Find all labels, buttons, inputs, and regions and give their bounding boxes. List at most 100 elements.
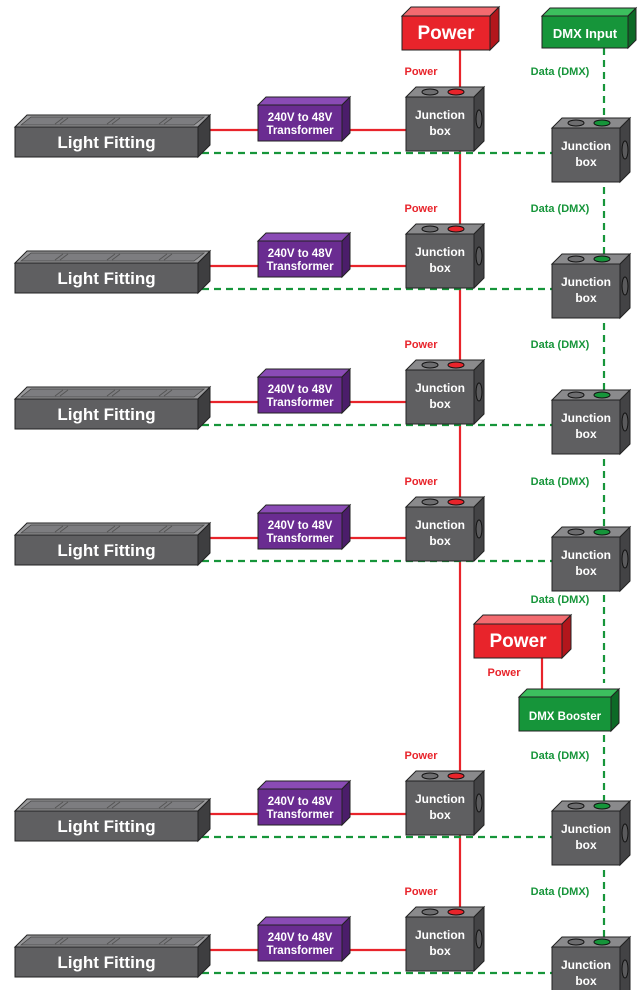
light-fitting-2-mark <box>106 253 116 261</box>
transformer-1-side <box>341 95 351 143</box>
power-wire-label-4: Power <box>404 476 438 488</box>
dmx-junction-box-5: Junction box <box>550 799 632 867</box>
dmx-input: DMX Input <box>540 6 637 50</box>
transformer-3-label-2: Transformer <box>266 397 334 409</box>
dmx-junction-box-2-hole-left <box>567 255 585 263</box>
dmx-junction-box-5-front <box>551 810 621 866</box>
power-source-top-top <box>400 6 501 17</box>
dmx-junction-box-1-side-hole <box>621 140 629 160</box>
power-junction-box-1-top <box>404 86 486 98</box>
power-wire-label-5: Power <box>404 750 438 762</box>
light-fitting-1-label: Light Fitting <box>57 133 155 152</box>
power-junction-box-2-label-2: box <box>429 261 451 275</box>
wires-layer <box>202 48 606 975</box>
transformer-3-front <box>257 376 343 414</box>
power-junction-box-1-side-hole <box>475 109 483 129</box>
transformer-5-label-2: Transformer <box>266 809 334 821</box>
light-fitting-3-label: Light Fitting <box>57 405 155 424</box>
transformer-5-top <box>256 780 352 790</box>
dmx-junction-box-2-side-hole <box>621 276 629 296</box>
light-fitting-5-mark <box>106 801 116 809</box>
light-fitting-1-mark <box>106 117 116 125</box>
dmx-junction-box-2-top <box>550 253 632 265</box>
power-junction-box-1-hole-left <box>421 88 439 96</box>
power-source-top-front <box>401 15 491 51</box>
data-wire-label-1: Data (DMX) <box>531 66 590 78</box>
power-junction-box-1-label-1: Junction <box>415 108 465 122</box>
power-junction-box-5-hole-left <box>421 772 439 780</box>
dmx-junction-box-1-label-1: Junction <box>561 139 611 153</box>
light-fitting-2-front <box>14 262 199 294</box>
data-wire-label-7: Data (DMX) <box>531 886 590 898</box>
dmx-input-label: DMX Input <box>553 26 618 41</box>
labels-layer: PowerPowerPowerPowerPowerPowerPowerData … <box>404 66 589 898</box>
power-junction-box-2-front <box>405 233 475 289</box>
power-junction-box-2-hole-right <box>447 225 465 233</box>
dmx-junction-box-2-hole-right <box>593 255 611 263</box>
transformer-4-front <box>257 512 343 550</box>
dmx-junction-box-6-front <box>551 946 621 990</box>
light-fitting-5-mark <box>54 801 64 809</box>
light-fitting-6-mark <box>106 937 116 945</box>
power-source-top: Power <box>400 5 501 52</box>
transformer-2-side <box>341 231 351 279</box>
transformer-5-front <box>257 788 343 826</box>
power-junction-box-3-hole-left <box>421 361 439 369</box>
power-source-booster-front <box>473 623 563 659</box>
power-junction-box-3-label-1: Junction <box>415 381 465 395</box>
light-fitting-2-mark <box>59 253 69 261</box>
transformer-5-label-1: 240V to 48V <box>268 796 333 808</box>
power-junction-box-3-hole-right <box>447 361 465 369</box>
dmx-junction-box-1-top <box>550 117 632 129</box>
dmx-junction-box-6-hole-left <box>567 938 585 946</box>
light-fitting-4-mark <box>59 525 69 533</box>
dmx-junction-box-4-front <box>551 536 621 592</box>
light-fitting-6-front <box>14 946 199 978</box>
transformer-1-label-2: Transformer <box>266 125 334 137</box>
power-source-booster-label: Power <box>489 631 547 652</box>
light-fitting-2-mark <box>158 253 168 261</box>
transformer-3-top <box>256 368 352 378</box>
power-junction-box-5-label-2: box <box>429 808 451 822</box>
transformer-5-side <box>341 779 351 827</box>
power-junction-box-1-hole-right <box>447 88 465 96</box>
light-fitting-6-mark <box>111 937 121 945</box>
data-wire-label-3: Data (DMX) <box>531 339 590 351</box>
dmx-junction-box-1-front <box>551 127 621 183</box>
light-fitting-1-mark <box>54 117 64 125</box>
light-fitting-4-mark <box>54 525 64 533</box>
power-source-booster-top <box>472 614 573 625</box>
transformer-3-side <box>341 367 351 415</box>
dmx-junction-box-5-hole-right <box>593 802 611 810</box>
dmx-junction-box-5-label-1: Junction <box>561 822 611 836</box>
light-fitting-5-mark <box>59 801 69 809</box>
transformer-6-label-2: Transformer <box>266 945 334 957</box>
power-junction-box-5-front <box>405 780 475 836</box>
transformer-2-front <box>257 240 343 278</box>
dmx-junction-box-5-label-2: box <box>575 838 597 852</box>
light-fitting-5-mark <box>111 801 121 809</box>
dmx-input-front <box>541 15 629 49</box>
power-junction-box-6-hole-right <box>447 908 465 916</box>
transformer-2-label-1: 240V to 48V <box>268 248 333 260</box>
power-junction-box-4-top <box>404 496 486 508</box>
light-fitting-4-front <box>14 534 199 566</box>
light-fitting-1: Light Fitting <box>13 113 212 159</box>
dmx-junction-box-4-side-hole <box>621 549 629 569</box>
light-fitting-3: Light Fitting <box>13 385 212 431</box>
transformer-6-front <box>257 924 343 962</box>
dmx-junction-box-3-hole-left <box>567 391 585 399</box>
dmx-junction-box-4-label-1: Junction <box>561 548 611 562</box>
dmx-junction-box-2-label-1: Junction <box>561 275 611 289</box>
data-wire-label-2: Data (DMX) <box>531 203 590 215</box>
dmx-junction-box-4-hole-left <box>567 528 585 536</box>
power-wire-label-6: Power <box>404 886 438 898</box>
